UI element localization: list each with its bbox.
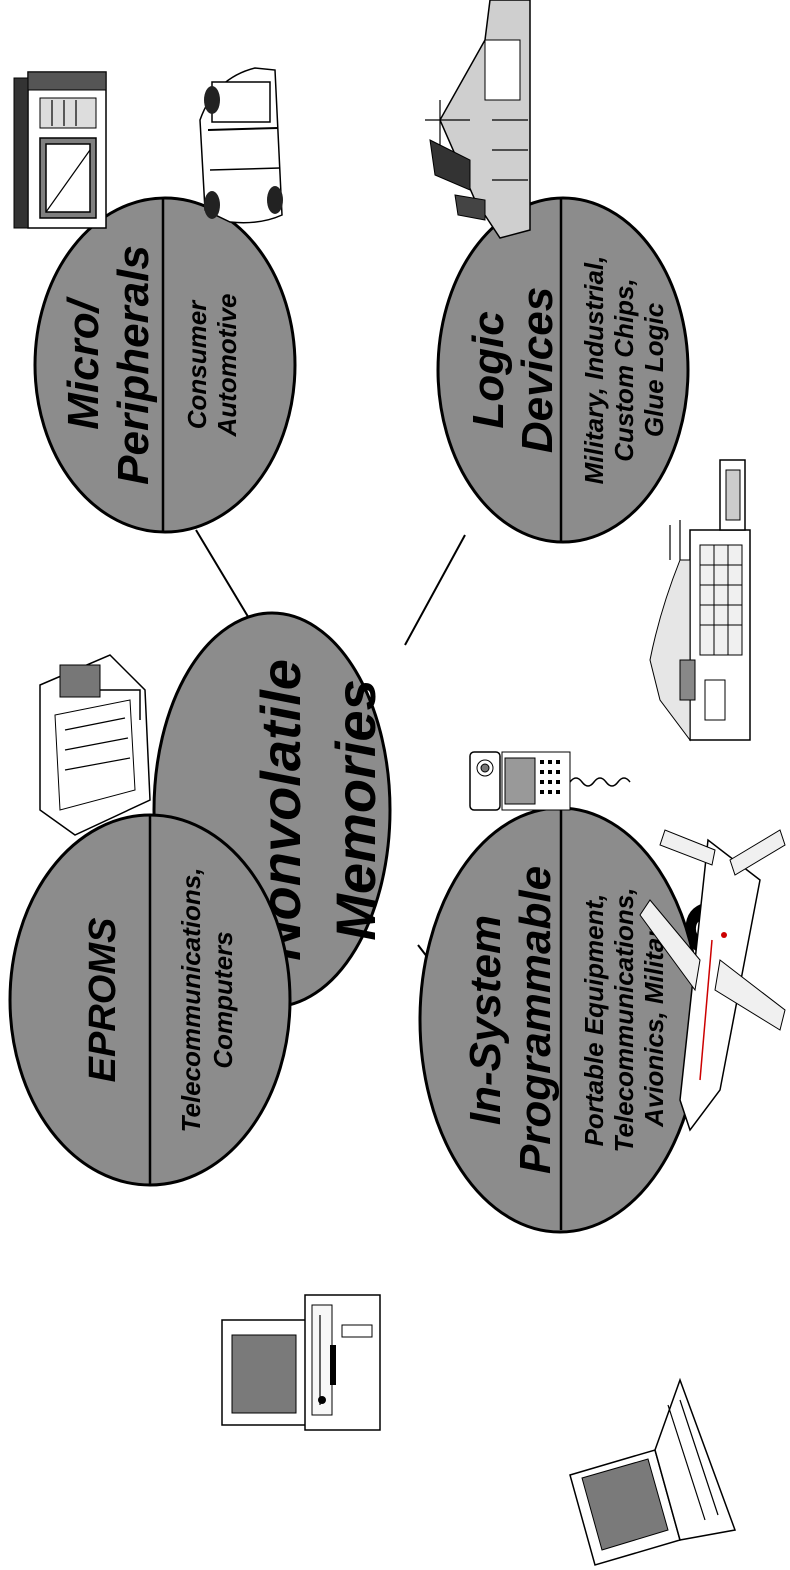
logic-title-line2: Devices [513,287,562,453]
micro-title-line2: Peripherals [109,245,158,485]
phone-icon [469,751,631,811]
desktop-computer-icon [221,1294,381,1431]
node-eproms: EPROMS Telecommunications, Computers [8,813,292,1187]
logic-sub-line3: Glue Logic [639,302,669,437]
micro-title-line1: Micro/ [59,295,108,429]
eproms-sub-line1: Telecommunications, [176,868,206,1133]
ship-icon [425,0,531,239]
logic-sub-line1: Military, Industrial, [579,256,609,485]
eproms-title: EPROMS [82,918,124,1083]
fax-machine-icon [39,654,151,836]
isp-title-line2: Programmable [511,866,560,1174]
logic-ellipse [436,196,690,544]
node-in-system-programmable: In-System Programmable Portable Equipmen… [418,806,702,1234]
micro-ellipse [33,196,297,534]
micro-sub-line2: Automotive [212,294,242,438]
node-logic-devices: Logic Devices Military, Industrial, Cust… [436,196,690,544]
center-title-line2: Memories [324,679,387,940]
logic-sub-line2: Custom Chips, [609,278,639,461]
node-micro-peripherals: Micro/ Peripherals Consumer Automotive [33,196,297,534]
laptop-icon [569,1377,737,1566]
logic-title-line1: Logic [464,311,513,428]
isp-sub-line2: Telecommunications, [609,888,639,1153]
connector-logic [404,534,466,646]
vending-machine-icon [13,71,107,229]
isp-title-line1: In-System [461,915,510,1125]
isp-sub-line1: Portable Equipment, [579,894,609,1147]
airplane-icon [639,829,786,1132]
micro-sub-line1: Consumer [182,299,212,429]
eproms-sub-line2: Computers [208,931,238,1068]
car-icon [199,67,283,224]
factory-icon [649,459,751,742]
